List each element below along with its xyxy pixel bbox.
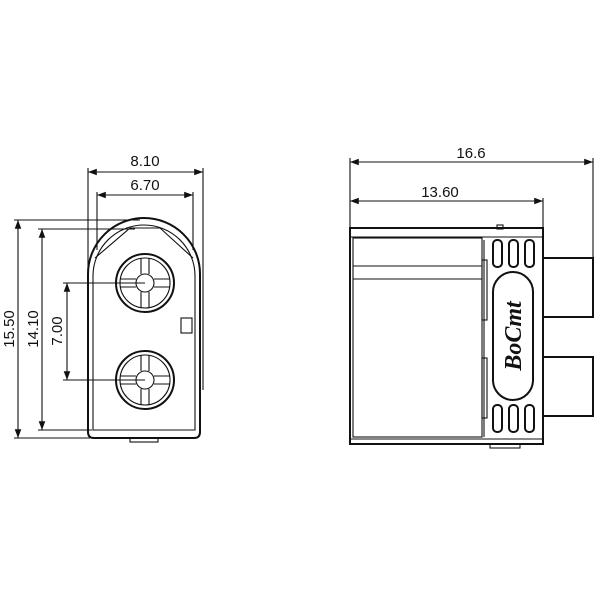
- logo-oval: [492, 271, 534, 401]
- dim-7-00: 7.00: [49, 282, 145, 381]
- dim-16-6: 16.6: [349, 145, 594, 258]
- pin-bottom: [543, 356, 594, 417]
- side-housing-panel: [352, 237, 483, 438]
- dim-label-outer-width: 8.10: [130, 153, 159, 170]
- dim-label-pin-pitch: 7.00: [49, 316, 66, 345]
- dim-label-total-length: 16.6: [456, 145, 485, 162]
- front-inner-outline: [92, 224, 196, 431]
- front-bottom-tab: [129, 437, 159, 443]
- dim-8-10: 8.10: [87, 153, 204, 390]
- dim-13-60: 13.60: [350, 184, 544, 228]
- brand-logo: BoCmt: [501, 300, 527, 372]
- front-view: 8.10 6.70 15.50 14.10 7.00: [1, 153, 204, 443]
- front-chamfer: [94, 227, 194, 259]
- vent-slots-bottom: [492, 404, 535, 433]
- dim-label-inner-height: 14.10: [25, 310, 42, 348]
- side-body: [349, 227, 544, 445]
- top-mark: [496, 224, 504, 230]
- pin-top: [543, 257, 594, 318]
- dim-label-outer-height: 15.50: [1, 310, 18, 348]
- dim-label-body-length: 13.60: [421, 184, 459, 201]
- latch-notch: [180, 317, 193, 334]
- dim-14-10: 14.10: [25, 228, 135, 431]
- front-outline: [87, 217, 201, 439]
- vent-slots-top: [492, 239, 535, 268]
- dim-15-50: 15.50: [1, 219, 140, 439]
- dim-label-inner-width: 6.70: [130, 177, 159, 194]
- side-view: BoCmt 16.6 13.60: [349, 145, 594, 449]
- dim-6-70: 6.70: [96, 177, 194, 250]
